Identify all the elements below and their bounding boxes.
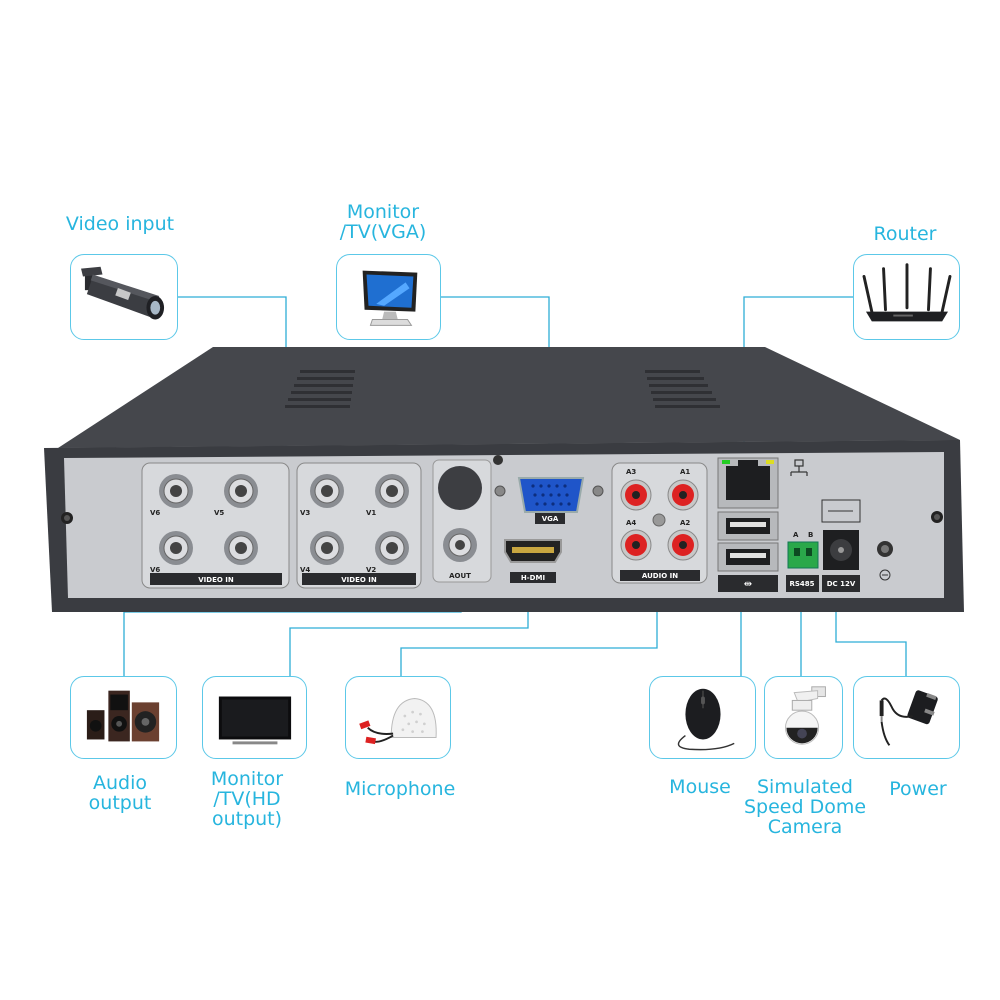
speed-dome-box	[764, 676, 843, 759]
audio-in-label: AUDIO IN	[642, 572, 678, 580]
rs485-label: RS485	[789, 580, 814, 588]
aout-connector	[443, 528, 477, 562]
monitor-hd-box	[202, 676, 307, 759]
power-adapter-icon	[879, 690, 938, 746]
channel-label: V1	[366, 509, 376, 517]
bnc-connectors	[159, 474, 409, 565]
dvr-top-surface	[58, 347, 960, 448]
vga-label: VGA	[542, 515, 559, 523]
label-power: Power	[889, 778, 947, 800]
label-monitor-vga: Monitor /TV(VGA)	[339, 201, 427, 243]
knob	[438, 466, 482, 510]
svg-text:A: A	[793, 531, 799, 539]
channel-label: A4	[626, 519, 636, 527]
rs485-terminal: A B RS485	[786, 531, 819, 592]
dc12v-label: DC 12V	[827, 580, 856, 588]
channel-label: A1	[680, 468, 690, 476]
mouse-box	[649, 676, 756, 759]
speaker-system-icon	[86, 690, 160, 742]
power-box	[853, 676, 960, 759]
video-input-box	[70, 254, 178, 340]
label-audio-output: Audio output	[88, 772, 152, 814]
tv-icon	[218, 696, 292, 745]
usb-ports: ⇹	[717, 511, 779, 592]
microphone-box	[345, 676, 451, 759]
label-video-input: Video input	[65, 213, 175, 235]
speed-dome-camera-icon	[784, 686, 826, 745]
label-router: Router	[873, 223, 937, 245]
rca-connectors	[620, 479, 699, 561]
channel-label: V2	[366, 566, 376, 574]
label-monitor-hd: Monitor /TV(HD output)	[210, 768, 284, 830]
monitor-vga-icon	[362, 270, 418, 326]
channel-label: V4	[300, 566, 310, 574]
lan-port	[717, 457, 779, 509]
vga-port: VGA	[517, 477, 585, 524]
channel-label: V3	[300, 509, 310, 517]
bullet-camera-icon	[81, 266, 165, 320]
label-microphone: Microphone	[344, 778, 456, 800]
channel-label: V6	[150, 566, 160, 574]
audio-output-box	[70, 676, 177, 759]
channel-label: A2	[680, 519, 690, 527]
svg-text:B: B	[808, 531, 813, 539]
svg-text:⇹: ⇹	[744, 579, 752, 590]
video-in-label-right: VIDEO IN	[341, 576, 377, 584]
label-mouse: Mouse	[669, 776, 731, 798]
aout-label: AOUT	[449, 572, 471, 580]
hdmi-port: H-DMI	[504, 539, 562, 583]
network-symbol-icon	[790, 459, 808, 476]
video-in-label-left: VIDEO IN	[198, 576, 234, 584]
dc-power-jack: DC 12V	[821, 499, 861, 592]
router-icon	[862, 263, 952, 322]
label-speed-dome: Simulated Speed Dome Camera	[743, 776, 867, 838]
channel-label: A3	[626, 468, 636, 476]
hdmi-label: H-DMI	[521, 574, 545, 582]
microphone-icon	[359, 697, 437, 745]
mouse-icon	[677, 688, 735, 751]
channel-label: V6	[150, 509, 160, 517]
top-vents	[285, 370, 720, 408]
monitor-vga-box	[336, 254, 441, 340]
channel-label: V5	[214, 509, 224, 517]
router-box	[853, 254, 960, 340]
